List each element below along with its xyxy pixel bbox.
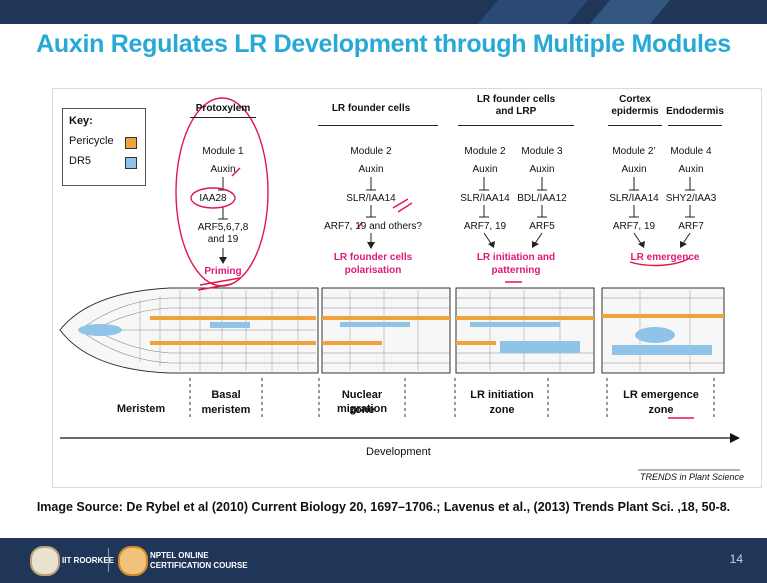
header-founder: LR founder cells bbox=[331, 103, 411, 114]
emergence-moduleB-label: Module 4 bbox=[670, 146, 712, 157]
module1-label: Module 1 bbox=[202, 146, 244, 157]
lrp-moduleB-label: Module 3 bbox=[521, 146, 563, 157]
header-rule-protoxylem bbox=[190, 117, 256, 118]
founder-arf: ARF7, 19 and others? bbox=[324, 221, 422, 232]
lrp-moduleA-arf: ARF7, 19 bbox=[463, 221, 507, 232]
emergence-moduleA-auxin: Auxin bbox=[621, 164, 647, 175]
top-bar bbox=[0, 0, 767, 24]
emergence-moduleA-label: Module 2’ bbox=[612, 146, 656, 157]
axis-label-development: Development bbox=[366, 446, 431, 458]
founder-repressor: SLR/IAA14 bbox=[346, 193, 396, 204]
dr5-signals bbox=[78, 322, 712, 355]
legend-key: Key: Pericycle DR5 bbox=[62, 108, 146, 186]
lrp-moduleB-auxin: Auxin bbox=[529, 164, 555, 175]
zone-basal-line1: Basal bbox=[211, 389, 241, 401]
iit-roorkee-logo-icon bbox=[30, 546, 60, 576]
zone-init-line2: zone bbox=[489, 404, 515, 416]
development-arrowhead bbox=[730, 433, 740, 443]
zone-meristem: Meristem bbox=[116, 403, 166, 415]
image-source-citation: Image Source: De Rybel et al (2010) Curr… bbox=[36, 500, 731, 514]
lrp-moduleA-label: Module 2 bbox=[464, 146, 506, 157]
emergence-moduleA-repressor: SLR/IAA14 bbox=[609, 193, 659, 204]
founder-auxin: Auxin bbox=[358, 164, 384, 175]
emergence-outcome: LR emergence bbox=[630, 252, 700, 263]
header-rule-lrp bbox=[458, 125, 574, 126]
footer-bar: IIT ROORKEE NPTEL ONLINE CERTIFICATION C… bbox=[0, 538, 767, 583]
lrp-outcome-line1: LR initiation and bbox=[476, 252, 556, 263]
module1-repressor: IAA28 bbox=[199, 193, 227, 204]
slide-title: Auxin Regulates LR Development through M… bbox=[36, 30, 731, 58]
legend-title: Key: bbox=[69, 115, 93, 127]
zone-nuclear-line2: zone bbox=[349, 404, 375, 416]
header-protoxylem: Protoxylem bbox=[195, 103, 251, 114]
founder-outcome-line2: polarisation bbox=[344, 265, 402, 276]
module-arrows bbox=[218, 177, 695, 260]
zone-emerg-line1: LR emergence bbox=[623, 389, 699, 401]
lrp-outcome-line2: patterning bbox=[491, 265, 541, 276]
header-rule-endodermis bbox=[668, 125, 722, 126]
header-rule-cortex bbox=[608, 125, 662, 126]
lrp-moduleB-repressor: BDL/IAA12 bbox=[517, 193, 567, 204]
dr5-swatch bbox=[125, 157, 137, 169]
arrowheads bbox=[219, 241, 687, 264]
module1-arf-line2: and 19 bbox=[207, 234, 239, 245]
header-endodermis: Endodermis bbox=[666, 106, 724, 117]
legend-label-pericycle: Pericycle bbox=[69, 135, 114, 147]
emergence-moduleB-repressor: SHY2/IAA3 bbox=[665, 193, 717, 204]
module1-outcome: Priming bbox=[204, 266, 242, 277]
zone-separators bbox=[189, 378, 715, 420]
module1-arf: ARF5,6,7,8 bbox=[197, 222, 249, 233]
header-cortex-line1: Cortex bbox=[619, 94, 651, 105]
page-number: 14 bbox=[729, 552, 743, 566]
root-cell-walls bbox=[139, 290, 691, 371]
legend-label-dr5: DR5 bbox=[69, 155, 92, 167]
header-lrp-line1: LR founder cells bbox=[476, 94, 556, 105]
root-illustration bbox=[59, 287, 725, 374]
founder-module-label: Module 2 bbox=[350, 146, 392, 157]
pericycle-swatch bbox=[125, 137, 137, 149]
header-rule-founder bbox=[318, 125, 438, 126]
zone-emerg-line2: zone bbox=[648, 404, 674, 416]
footer-divider bbox=[108, 548, 109, 572]
lrp-moduleA-repressor: SLR/IAA14 bbox=[460, 193, 510, 204]
zone-basal-line2: meristem bbox=[201, 404, 251, 416]
lrp-moduleA-auxin: Auxin bbox=[472, 164, 498, 175]
emergence-moduleB-auxin: Auxin bbox=[678, 164, 704, 175]
module1-auxin: Auxin bbox=[210, 164, 236, 175]
emergence-moduleA-arf: ARF7, 19 bbox=[612, 221, 656, 232]
founder-outcome-line1: LR founder cells bbox=[333, 252, 413, 263]
zone-init-line1: LR initiation bbox=[470, 389, 534, 401]
footer-institute: IIT ROORKEE bbox=[62, 556, 115, 565]
pericycle-bands bbox=[150, 314, 724, 345]
hand-annotations bbox=[175, 97, 694, 419]
header-cortex-line2: epidermis bbox=[611, 106, 659, 117]
emergence-moduleB-arf: ARF7 bbox=[678, 221, 704, 232]
footer-course-line1: NPTEL ONLINE bbox=[150, 551, 209, 560]
lrp-moduleB-arf: ARF5 bbox=[529, 221, 555, 232]
nptel-logo-icon bbox=[118, 546, 148, 576]
header-lrp-line2: and LRP bbox=[495, 106, 537, 117]
footer-course-line2: CERTIFICATION COURSE bbox=[150, 561, 248, 570]
zone-nuclear-line1: Nuclear migration bbox=[336, 389, 388, 415]
figure-credit: TRENDS in Plant Science bbox=[640, 472, 745, 482]
